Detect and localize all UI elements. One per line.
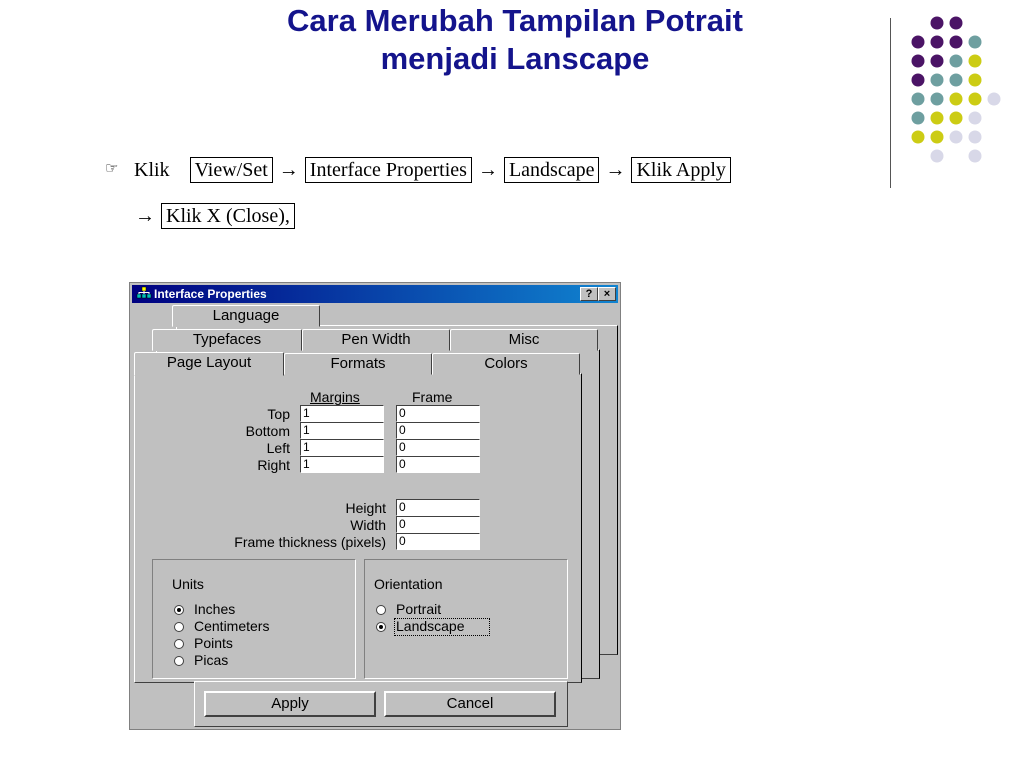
frame-bottom-input[interactable]: 0	[396, 422, 480, 439]
decorative-dot	[930, 16, 944, 30]
frame-right-input[interactable]: 0	[396, 456, 480, 473]
decorative-dot	[949, 16, 963, 30]
decorative-dot	[911, 111, 925, 125]
landscape-focus-outline	[394, 618, 490, 636]
step-klik-close: Klik X (Close),	[161, 203, 295, 229]
decorative-dot	[949, 92, 963, 106]
apply-button[interactable]: Apply	[204, 691, 376, 717]
decorative-dot	[930, 92, 944, 106]
inches-label[interactable]: Inches	[194, 601, 236, 617]
decorative-dot	[930, 149, 944, 163]
landscape-radio[interactable]	[376, 622, 386, 632]
arrow-icon: →	[605, 159, 626, 181]
portrait-label[interactable]: Portrait	[396, 601, 442, 617]
decorative-dot	[949, 35, 963, 49]
arrow-icon: →	[278, 159, 299, 181]
tab-typefaces[interactable]: Typefaces	[152, 329, 302, 351]
interface-properties-dialog: Interface Properties ? × Language Typefa…	[129, 282, 621, 730]
portrait-radio[interactable]	[376, 605, 386, 615]
tab-colors[interactable]: Colors	[432, 353, 580, 375]
step-landscape: Landscape	[503, 157, 600, 183]
tab-page-layout[interactable]: Page Layout	[134, 352, 284, 376]
decorative-dot	[911, 130, 925, 144]
decorative-dot	[911, 73, 925, 87]
centimeters-label[interactable]: Centimeters	[194, 618, 270, 634]
app-icon	[136, 286, 152, 299]
step-klik-text: Klik	[134, 159, 170, 181]
step-interface-properties: Interface Properties	[304, 157, 472, 183]
frame-top-input[interactable]: 0	[396, 405, 480, 422]
decorative-dot	[949, 111, 963, 125]
right-label: Right	[257, 457, 290, 473]
picas-label[interactable]: Picas	[194, 652, 229, 668]
help-button[interactable]: ?	[580, 287, 598, 301]
decorative-dot	[911, 35, 925, 49]
step-view-set: View/Set	[189, 157, 273, 183]
step-klik-apply: Klik Apply	[631, 157, 731, 183]
decorative-dot	[930, 111, 944, 125]
decorative-dot	[949, 130, 963, 144]
frame-header: Frame	[412, 389, 453, 405]
arrow-icon: →	[135, 205, 155, 227]
arrow-icon: →	[477, 159, 498, 181]
slide-title-line-1: Cara Merubah Tampilan Potrait	[287, 3, 743, 38]
decorative-dot	[949, 73, 963, 87]
decorative-dot	[968, 92, 982, 106]
pointing-hand-icon: ☞	[105, 161, 119, 177]
margins-header: Margins	[310, 389, 360, 405]
slide-title: Cara Merubah Tampilan Potrait menjadi La…	[190, 2, 840, 78]
margin-left-input[interactable]: 1	[300, 439, 384, 456]
inches-radio[interactable]	[174, 605, 184, 615]
width-input[interactable]: 0	[396, 516, 480, 533]
left-label: Left	[266, 440, 290, 456]
decorative-dot	[930, 54, 944, 68]
divider-line	[890, 18, 891, 188]
units-group	[152, 559, 356, 679]
cancel-button[interactable]: Cancel	[384, 691, 556, 717]
picas-radio[interactable]	[174, 656, 184, 666]
decorative-dot	[930, 130, 944, 144]
decorative-dot	[968, 149, 982, 163]
decorative-dot	[949, 54, 963, 68]
tab-formats[interactable]: Formats	[284, 353, 432, 375]
frame-thickness-input[interactable]: 0	[396, 533, 480, 550]
units-title: Units	[172, 576, 204, 592]
decorative-dot	[911, 92, 925, 106]
slide-title-line-2: menjadi Lanscape	[380, 41, 650, 76]
decorative-dot	[968, 73, 982, 87]
width-label: Width	[350, 517, 386, 533]
points-label[interactable]: Points	[194, 635, 233, 651]
decorative-dot	[930, 35, 944, 49]
frame-left-input[interactable]: 0	[396, 439, 480, 456]
decorative-dot	[968, 130, 982, 144]
dialog-titlebar[interactable]: Interface Properties ? ×	[132, 285, 618, 303]
dialog-title: Interface Properties	[154, 287, 267, 301]
margin-top-input[interactable]: 1	[300, 405, 384, 422]
top-label: Top	[267, 406, 290, 422]
decorative-dot	[987, 92, 1001, 106]
orientation-title: Orientation	[374, 576, 443, 592]
decorative-dot	[930, 73, 944, 87]
decorative-dot	[968, 54, 982, 68]
height-input[interactable]: 0	[396, 499, 480, 516]
decorative-dot	[968, 35, 982, 49]
decorative-dot	[968, 111, 982, 125]
decorative-dot	[911, 54, 925, 68]
margin-bottom-input[interactable]: 1	[300, 422, 384, 439]
tab-pen-width[interactable]: Pen Width	[302, 329, 450, 351]
frame-thickness-label: Frame thickness (pixels)	[234, 534, 386, 550]
tab-language[interactable]: Language	[172, 305, 320, 327]
margin-right-input[interactable]: 1	[300, 456, 384, 473]
height-label: Height	[345, 500, 386, 516]
points-radio[interactable]	[174, 639, 184, 649]
bottom-label: Bottom	[245, 423, 290, 439]
centimeters-radio[interactable]	[174, 622, 184, 632]
orientation-group	[364, 559, 568, 679]
close-button[interactable]: ×	[598, 287, 616, 301]
decorative-dot-grid	[911, 16, 1001, 163]
tab-misc[interactable]: Misc	[450, 329, 598, 351]
landscape-label[interactable]: Landscape	[396, 618, 465, 634]
